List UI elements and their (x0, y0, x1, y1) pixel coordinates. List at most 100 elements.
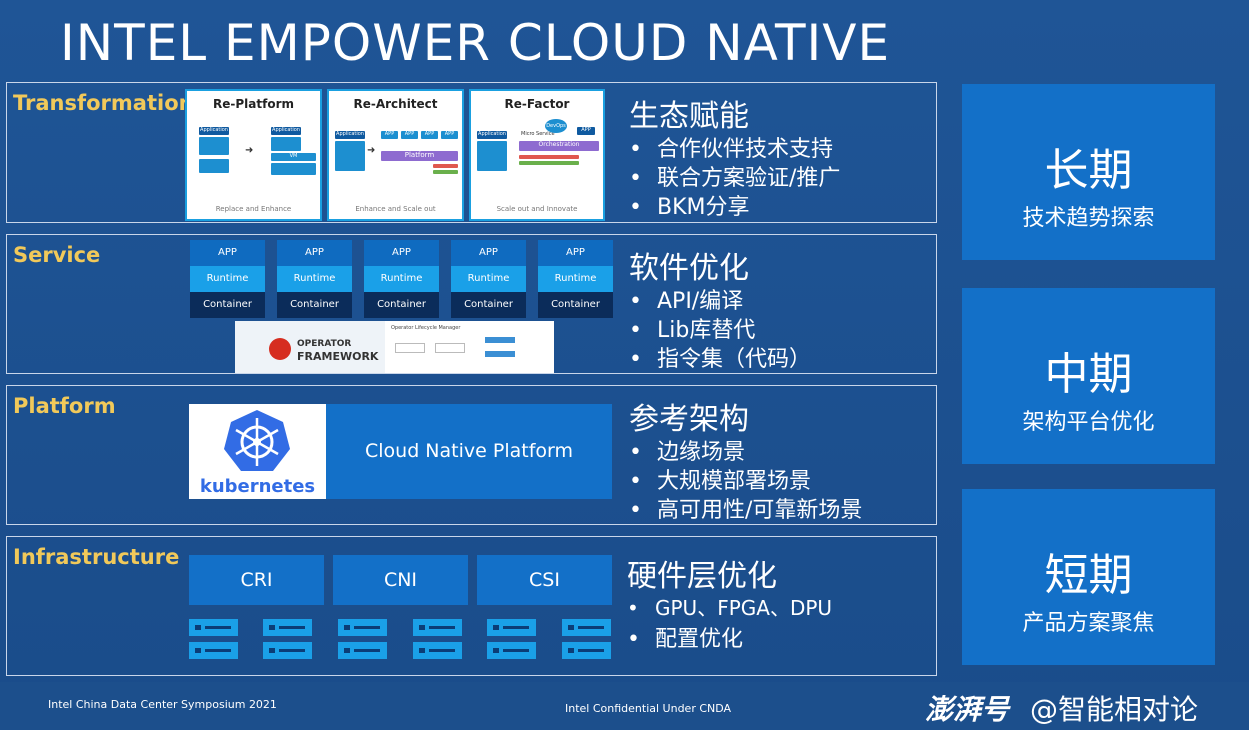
kubernetes-logo: kubernetes (189, 404, 326, 499)
csi-box: CSI (477, 555, 612, 605)
server-icon (562, 642, 611, 659)
re-platform-title: Re-Platform (213, 97, 294, 111)
transformation-bullet-3: •BKM分享 (629, 195, 750, 220)
service-row: Service APP Runtime Container APP Runtim… (6, 234, 937, 374)
service-stack-1: APP Runtime Container (190, 240, 265, 318)
short-term-panel: 短期 产品方案聚焦 (962, 489, 1215, 665)
operator-logo-panel (235, 321, 385, 373)
service-stack-3: APP Runtime Container (364, 240, 439, 318)
footer: Intel China Data Center Symposium 2021 I… (0, 682, 1249, 730)
application-label-4: Application (477, 131, 507, 139)
transformation-row: Transformation Re-Platform Application ➜… (6, 82, 937, 223)
olm-diagram-node (395, 343, 425, 353)
server-icon (413, 619, 462, 636)
app-block-2 (271, 137, 301, 151)
app-chip-3: APP (421, 131, 438, 139)
footer-left: Intel China Data Center Symposium 2021 (48, 698, 277, 711)
platform-bar: Platform (381, 151, 458, 161)
green-bar-2 (519, 161, 579, 165)
service-bullet-1: •API/编译 (629, 289, 744, 314)
server-icon (562, 619, 611, 636)
platform-bullet-1: •边缘场景 (629, 440, 746, 465)
stack-app: APP (451, 240, 526, 266)
mid-term-panel: 中期 架构平台优化 (962, 288, 1215, 464)
transformation-heading: 生态赋能 (629, 99, 749, 134)
server-icon (189, 619, 238, 636)
re-platform-footer: Replace and Enhance (215, 205, 292, 213)
stack-container: Container (451, 292, 526, 318)
red-bar-2 (519, 155, 579, 159)
kubernetes-wordmark: kubernetes (199, 476, 316, 497)
platform-heading: 参考架构 (629, 402, 749, 437)
transformation-bullet-1: •合作伙伴技术支持 (629, 137, 834, 162)
green-bar (433, 170, 458, 174)
app-chip-5: APP (577, 127, 595, 135)
stack-runtime: Runtime (190, 266, 265, 292)
short-term-title: 短期 (1044, 550, 1133, 601)
re-factor-card: Re-Factor Application Micro Service DevO… (469, 89, 605, 221)
olm-label: Operator Lifecycle Manager (391, 325, 461, 331)
olm-diagram-node (435, 343, 465, 353)
server-icon (189, 642, 238, 659)
re-factor-title: Re-Factor (504, 97, 570, 111)
re-architect-title: Re-Architect (353, 97, 438, 111)
stack-app: APP (538, 240, 613, 266)
service-stack-5: APP Runtime Container (538, 240, 613, 318)
olm-diagram-node (485, 337, 515, 343)
server-icon (338, 619, 387, 636)
slide-title: INTEL EMPOWER CLOUD NATIVE (60, 14, 891, 72)
server-icon (263, 642, 312, 659)
cri-box: CRI (189, 555, 324, 605)
stack-runtime: Runtime (451, 266, 526, 292)
stack-container: Container (538, 292, 613, 318)
service-stack-2: APP Runtime Container (277, 240, 352, 318)
infrastructure-row: Infrastructure CRI CNI CSI 硬件层优化 •GPU、FP… (6, 536, 937, 676)
app-chip-1: APP (381, 131, 398, 139)
service-label: Service (13, 243, 101, 267)
app-block-3 (335, 141, 365, 171)
stack-runtime: Runtime (538, 266, 613, 292)
application-label-2: Application (271, 127, 301, 135)
olm-diagram-node (485, 351, 515, 357)
platform-bullet-3: •高可用性/可靠新场景 (629, 498, 863, 523)
server-icon (338, 642, 387, 659)
stack-container: Container (277, 292, 352, 318)
re-platform-card: Re-Platform Application ➜ Application VM… (185, 89, 322, 221)
mid-term-title: 中期 (1044, 349, 1133, 400)
infrastructure-label: Infrastructure (13, 545, 180, 569)
vm-label: VM (271, 153, 316, 161)
platform-bullet-2: •大规模部署场景 (629, 469, 812, 494)
kubernetes-wheel-icon (224, 410, 290, 471)
stack-app: APP (190, 240, 265, 266)
transformation-bullet-2: •联合方案验证/推广 (629, 166, 841, 191)
app-block-4 (477, 141, 507, 171)
orchestration-bar: Orchestration (519, 141, 599, 151)
long-term-subtitle: 技术趋势探索 (1022, 206, 1155, 231)
mid-term-subtitle: 架构平台优化 (1022, 410, 1155, 435)
stack-runtime: Runtime (364, 266, 439, 292)
platform-row: Platform kubernetes Cloud Native Platfor… (6, 385, 937, 525)
long-term-panel: 长期 技术趋势探索 (962, 84, 1215, 260)
service-heading: 软件优化 (629, 251, 749, 286)
server-icon (487, 642, 536, 659)
footer-center: Intel Confidential Under CNDA (565, 702, 732, 715)
app-chip-4: APP (441, 131, 458, 139)
devops-badge: DevOps (545, 119, 567, 133)
long-term-title: 长期 (1044, 145, 1133, 196)
watermark-logo: 澎湃号 (925, 693, 1010, 726)
infrastructure-heading: 硬件层优化 (627, 559, 777, 594)
operator-framework-banner: OPERATOR FRAMEWORK Operator Lifecycle Ma… (235, 321, 554, 373)
infrastructure-bullet-2: •配置优化 (627, 627, 744, 652)
operator-logo-line2: FRAMEWORK (297, 350, 379, 363)
stack-container: Container (364, 292, 439, 318)
short-term-subtitle: 产品方案聚焦 (1022, 611, 1155, 636)
cni-box: CNI (333, 555, 468, 605)
re-factor-footer: Scale out and Innovate (496, 205, 578, 213)
arrow-right-icon-2: ➜ (367, 145, 376, 156)
red-bar (433, 164, 458, 168)
server-icon (487, 619, 536, 636)
cloud-native-platform-label: Cloud Native Platform (365, 440, 573, 462)
app-block (199, 137, 229, 155)
operator-logo-icon (269, 338, 291, 360)
